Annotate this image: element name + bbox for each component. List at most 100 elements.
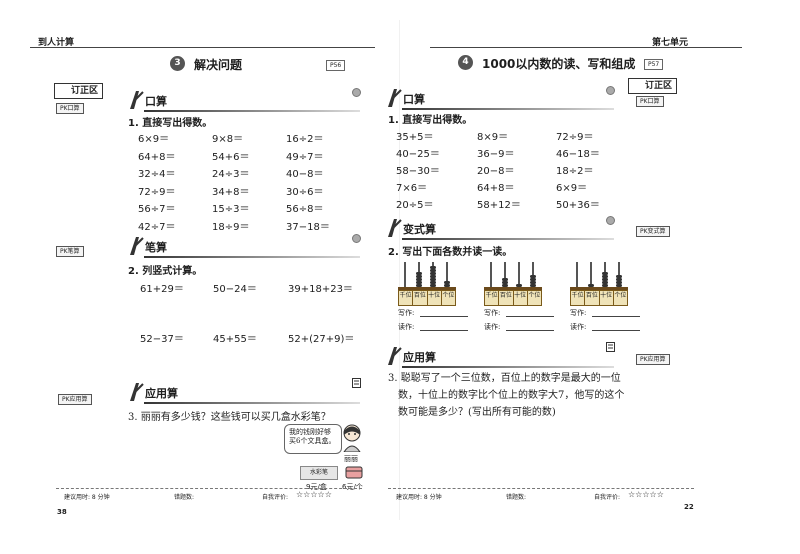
abacus-bead [430, 269, 436, 272]
left-page: 到人计算 3 解决问题 P56 订正区 PK口算 口算 1. 直接写出得数。 6… [30, 38, 375, 516]
left-written-equation: 50−24＝ [213, 284, 257, 295]
place-value-label: 十位 [426, 291, 441, 305]
abacus-bead [602, 284, 608, 287]
right-fix-area-text: 订正区 [645, 81, 673, 91]
left-oral-equation: 32÷4＝ [138, 169, 176, 180]
write-label: 写作: [484, 309, 501, 317]
write-answer-field[interactable] [420, 316, 468, 317]
girl-avatar-icon [343, 424, 361, 452]
place-value-label: 百位 [498, 291, 512, 305]
left-oral-equation: 49÷7＝ [286, 151, 324, 163]
right-applied-section-line [402, 366, 614, 368]
left-applied-item1-label: 水彩笔 [300, 466, 338, 480]
left-oral-section-label: 口算 [145, 95, 167, 108]
right-applied-section-label: 应用算 [403, 351, 436, 364]
left-lesson-ref: P56 [326, 60, 346, 71]
left-fix-area-text: 订正区 [71, 86, 99, 96]
left-footer-stars: ☆☆☆☆☆ [296, 490, 332, 499]
place-value-label: 千位 [485, 292, 498, 299]
left-applied-item1-price: 9元/盒 [306, 483, 327, 491]
place-value-label: 百位 [584, 291, 598, 305]
abacus-bead [444, 281, 450, 284]
pencil-mark-icon [388, 219, 402, 237]
write-label: 写作: [570, 309, 587, 317]
left-oral-equation: 56÷8＝ [286, 204, 324, 215]
abacus-bead [530, 275, 536, 278]
right-oral-equation: 58−30＝ [396, 166, 440, 177]
right-page-number: 22 [684, 503, 694, 511]
abacus-rod [490, 262, 492, 288]
left-footer-rule [56, 488, 362, 489]
right-footer-stars: ☆☆☆☆☆ [628, 490, 664, 499]
pencil-mark-icon [130, 237, 144, 255]
place-value-label: 百位 [412, 291, 426, 305]
read-answer-field[interactable] [592, 330, 640, 331]
left-header-brand: 到人计算 [38, 38, 75, 48]
left-written-equation: 61+29＝ [140, 284, 184, 295]
right-page: 第七单元 4 1000以内数的读、写和组成 P57 订正区 PK口算 口算 1.… [388, 0, 800, 554]
right-applied-question-line: 3. 聪聪写了一个三位数，百位上的数字是最大的一位 [388, 373, 621, 384]
right-oral-equation: 72÷9＝ [556, 132, 594, 143]
pencil-mark-icon [130, 91, 144, 109]
left-written-equation: 39+18+23＝ [288, 284, 353, 295]
left-applied-section-line [144, 402, 360, 404]
place-value-labels: 千位百位十位个位 [484, 290, 542, 306]
book-icon [352, 378, 361, 388]
abacus-bead [602, 272, 608, 275]
abacus-bead [416, 284, 422, 287]
left-fix-area-tag: PK口算 [56, 103, 84, 114]
abacus-bead [530, 281, 536, 284]
right-header-chapter: 第七单元 [652, 38, 689, 48]
left-oral-equation: 42÷7＝ [138, 221, 176, 233]
left-applied-section-head: 应用算 [128, 378, 361, 404]
left-fix-area-label: 订正区 [54, 83, 104, 99]
right-oral-section-head: 口算 [386, 86, 616, 110]
right-lesson-number: 4 [458, 55, 473, 70]
right-variant-section-label: 变式算 [403, 223, 436, 236]
place-value-label: 十位 [598, 291, 613, 305]
right-oral-equation: 36−9＝ [477, 149, 515, 160]
left-applied-speech: 我的钱刚好够买6个文具盒。 [284, 424, 342, 454]
abacus-bead [588, 284, 594, 287]
right-oral-equation: 20−8＝ [477, 166, 515, 177]
right-variant-section-line [402, 238, 614, 240]
left-oral-section-dot [352, 88, 361, 97]
right-lesson-title: 1000以内数的读、写和组成 [482, 57, 636, 71]
place-value-label: 个位 [612, 291, 627, 305]
left-written-equation: 45+55＝ [213, 334, 257, 345]
left-applied-section-label: 应用算 [145, 387, 178, 400]
place-value-label: 千位 [399, 292, 412, 299]
pencil-case-icon [345, 466, 363, 479]
read-label: 读作: [398, 323, 415, 331]
left-written-section-head: 笔算 [128, 234, 361, 258]
right-oral-equation: 40−25＝ [396, 149, 440, 160]
place-value-label: 个位 [440, 291, 455, 305]
abacus-bead [502, 284, 508, 287]
right-oral-equation: 46−18＝ [556, 149, 600, 160]
left-oral-section-head: 口算 [128, 88, 361, 112]
read-label: 读作: [484, 323, 501, 331]
abacus-bead [602, 281, 608, 284]
abacus-base [484, 287, 542, 290]
pencil-mark-icon [388, 347, 402, 365]
abacus-bead [416, 275, 422, 278]
abacus-bead [616, 275, 622, 278]
left-oral-equation: 15÷3＝ [212, 204, 250, 215]
right-oral-equation: 20÷5＝ [396, 200, 434, 211]
abacus-bead [616, 284, 622, 287]
left-oral-equation: 24÷3＝ [212, 169, 250, 180]
abacus-bead [416, 281, 422, 284]
left-oral-equation: 6×9＝ [138, 134, 170, 145]
read-answer-field[interactable] [506, 330, 554, 331]
read-answer-field[interactable] [420, 330, 468, 331]
right-applied-question-line: 数，十位上的数字比个位上的数字大7，他写的这个 [398, 390, 625, 401]
abacus-diagram: 千位百位十位个位 [398, 262, 456, 308]
abacus-rod [404, 262, 406, 288]
write-answer-field[interactable] [506, 316, 554, 317]
abacus-rod [518, 262, 520, 288]
right-oral-equation: 6×9＝ [556, 183, 588, 194]
right-variant-question: 2. 写出下面各数并读一读。 [388, 247, 513, 258]
left-oral-equation: 30÷6＝ [286, 186, 324, 198]
left-written-tag: PK笔算 [56, 246, 84, 257]
write-answer-field[interactable] [592, 316, 640, 317]
